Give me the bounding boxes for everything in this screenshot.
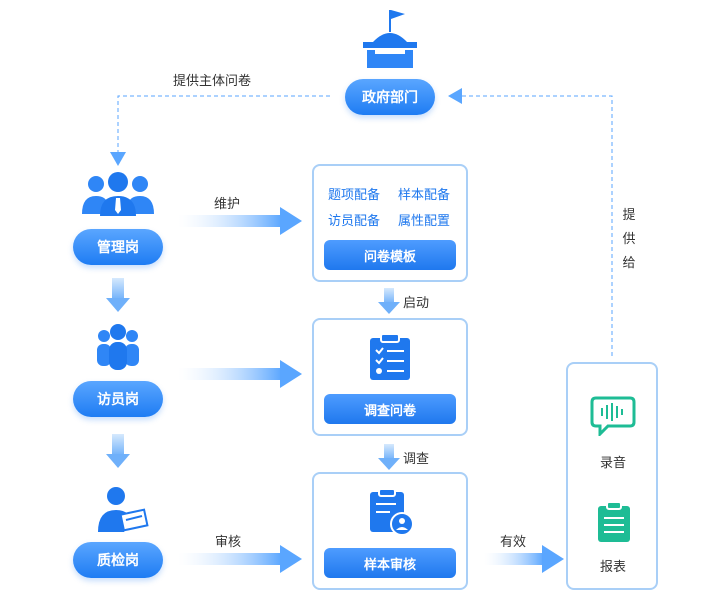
- dashed-arrowhead-down: [110, 152, 126, 166]
- template-button: 问卷模板: [324, 240, 456, 270]
- interviewer-role-node: 访员岗: [73, 381, 163, 417]
- dashed-connector-results-to-gov: [462, 95, 613, 356]
- results-box: 录音 报表: [566, 362, 658, 590]
- provide-char-1: 提: [622, 208, 636, 223]
- template-button-label: 问卷模板: [363, 249, 416, 265]
- review-button: 样本审核: [324, 548, 456, 578]
- survey-box: 调查问卷: [312, 318, 468, 436]
- report-clipboard-icon: [598, 501, 630, 542]
- template-item-questions: 题项配备: [328, 188, 381, 203]
- survey-button: 调查问卷: [324, 394, 456, 424]
- audit-label: 审核: [215, 535, 242, 550]
- interviewer-group-icon: [97, 324, 139, 370]
- inspector-role-label: 质检岗: [97, 553, 139, 569]
- management-group-icon: [82, 172, 154, 216]
- report-label: 报表: [599, 560, 626, 575]
- valid-label: 有效: [500, 535, 527, 550]
- government-building-icon: [363, 10, 417, 68]
- start-label: 启动: [403, 296, 430, 311]
- provide-to-label: 提 供 给: [621, 204, 637, 276]
- provide-questionnaire-label: 提供主体问卷: [173, 74, 252, 89]
- survey-label: 调查: [403, 452, 430, 467]
- provide-char-2: 供: [622, 232, 636, 247]
- review-box: 样本审核: [312, 472, 468, 590]
- inspector-role-node: 质检岗: [73, 542, 163, 578]
- voice-chat-icon: [590, 396, 636, 436]
- arrow-survey: [378, 444, 400, 470]
- arrow-start: [378, 288, 400, 314]
- recording-label: 录音: [599, 456, 626, 471]
- government-label: 政府部门: [362, 90, 418, 106]
- arrow-valid: [484, 545, 564, 573]
- interviewer-role-label: 访员岗: [97, 392, 139, 408]
- dashed-connector-gov-to-management: [117, 95, 330, 158]
- review-button-label: 样本审核: [363, 557, 416, 573]
- government-node: 政府部门: [345, 79, 435, 115]
- arrow-interviewer-to-inspector: [106, 434, 130, 468]
- provide-char-3: 给: [622, 256, 636, 271]
- template-item-interviewers: 访员配备: [328, 214, 381, 229]
- arrow-audit: [178, 545, 302, 573]
- arrow-management-to-interviewer: [106, 278, 130, 312]
- template-item-attributes: 属性配置: [398, 214, 451, 229]
- survey-button-label: 调查问卷: [363, 403, 416, 419]
- management-role-node: 管理岗: [73, 229, 163, 265]
- dashed-arrowhead-left: [448, 88, 462, 104]
- clipboard-checklist-icon: [370, 333, 410, 380]
- management-role-label: 管理岗: [97, 240, 139, 256]
- template-box: 题项配备 样本配备 访员配备 属性配置 问卷模板: [312, 164, 468, 282]
- document-user-icon: [370, 488, 414, 536]
- inspector-icon: [98, 487, 149, 532]
- maintain-label: 维护: [214, 197, 241, 212]
- arrow-maintain: [178, 207, 302, 235]
- template-item-samples: 样本配备: [398, 188, 451, 203]
- arrow-interviewer-to-survey: [178, 360, 302, 388]
